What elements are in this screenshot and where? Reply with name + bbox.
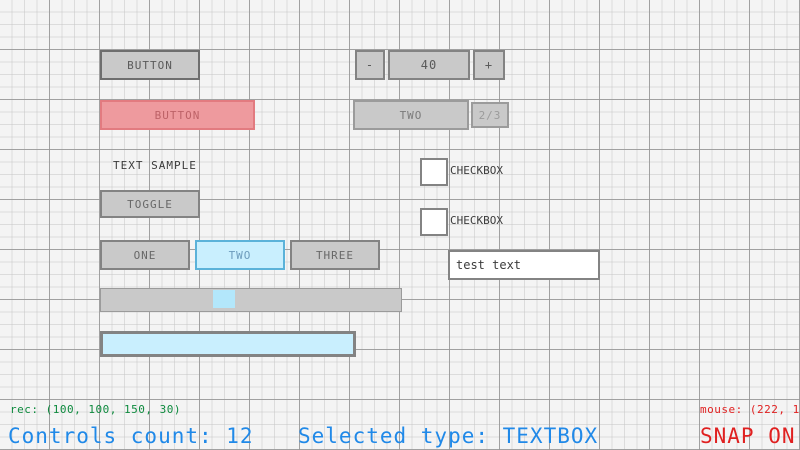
- spinner-increment-button[interactable]: +: [473, 50, 505, 80]
- controls-count-text: Controls count: 12: [8, 424, 254, 448]
- toggle-button[interactable]: TOGGLE: [100, 190, 200, 218]
- button-red[interactable]: BUTTON: [100, 100, 255, 130]
- toggle-group-item-two[interactable]: TWO: [195, 240, 285, 270]
- checkbox-2-box[interactable]: [420, 208, 448, 236]
- spinner[interactable]: - 40 +: [355, 50, 505, 80]
- checkbox-row-2[interactable]: CHECKBOX: [420, 208, 580, 236]
- mouse-status-text: mouse: (222, 123): [700, 403, 800, 416]
- progress-bar: [100, 331, 356, 357]
- slider-thumb[interactable]: [213, 290, 235, 308]
- spinner-value[interactable]: 40: [388, 50, 470, 80]
- checkbox-2-label: CHECKBOX: [450, 213, 503, 227]
- checkbox-1-label: CHECKBOX: [450, 163, 503, 177]
- checkbox-row-1[interactable]: CHECKBOX: [420, 158, 580, 186]
- toggle-group[interactable]: ONE TWO THREE: [100, 240, 380, 270]
- combobox-index-badge[interactable]: 2/3: [471, 102, 509, 128]
- selected-type-text: Selected type: TEXTBOX: [298, 424, 599, 448]
- combobox-selected-value[interactable]: TWO: [353, 100, 469, 130]
- text-sample-label: TEXT SAMPLE: [113, 158, 197, 172]
- rec-status-text: rec: (100, 100, 150, 30): [10, 403, 181, 416]
- toggle-group-item-one[interactable]: ONE: [100, 240, 190, 270]
- slider[interactable]: [100, 288, 402, 312]
- button-normal[interactable]: BUTTON: [100, 50, 200, 80]
- snap-status-text: SNAP ON: [700, 424, 796, 448]
- spinner-decrement-button[interactable]: -: [355, 50, 385, 80]
- combobox[interactable]: TWO 2/3: [353, 100, 509, 130]
- toggle-group-item-three[interactable]: THREE: [290, 240, 380, 270]
- checkbox-1-box[interactable]: [420, 158, 448, 186]
- textbox[interactable]: test text: [448, 250, 600, 280]
